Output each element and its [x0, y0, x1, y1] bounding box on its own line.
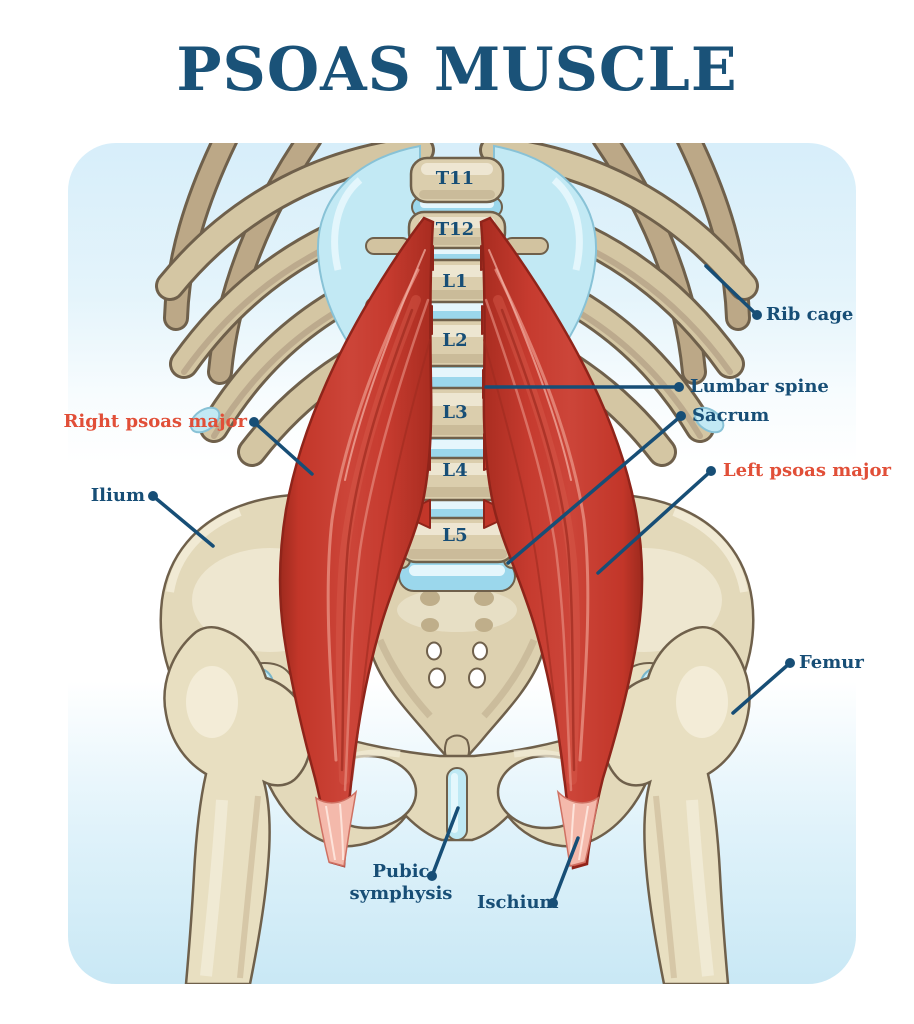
- label-ilium: Ilium: [90, 485, 145, 506]
- leader-lines: [151, 264, 792, 905]
- label-ischium: Ischium: [477, 892, 559, 913]
- label-left-psoas-major: Left psoas major: [723, 460, 891, 481]
- label-pubic-symphysis-line1: Pubic: [372, 861, 430, 882]
- vertebra-label-l4: L4: [442, 460, 468, 481]
- femur-left-graphic: [163, 625, 312, 984]
- page-title: PSOAS MUSCLE: [176, 35, 738, 105]
- vertebra-label-l2: L2: [442, 330, 468, 351]
- psoas-left-side-graphic: [479, 216, 644, 870]
- vertebra-label-l5: L5: [442, 525, 468, 546]
- label-pubic-symphysis-line2: symphysis: [349, 883, 453, 904]
- vertebra-label-l3: L3: [442, 402, 468, 423]
- vertebra-label-t11: T11: [435, 168, 475, 189]
- label-pubic-symphysis: Pubic symphysis: [321, 861, 481, 905]
- sacrum-graphic: [366, 574, 548, 787]
- femur-right-graphic: [602, 625, 751, 984]
- vertebra-label-t12: T12: [435, 219, 475, 240]
- label-lumbar-spine: Lumbar spine: [690, 376, 829, 397]
- leader-dots: [148, 310, 795, 908]
- label-femur: Femur: [799, 652, 864, 673]
- label-right-psoas-major: Right psoas major: [63, 411, 247, 432]
- label-rib-cage: Rib cage: [766, 304, 854, 325]
- label-sacrum: Sacrum: [692, 405, 770, 426]
- psoas-right-side-graphic: [278, 216, 435, 868]
- vertebra-label-l1: L1: [442, 271, 468, 292]
